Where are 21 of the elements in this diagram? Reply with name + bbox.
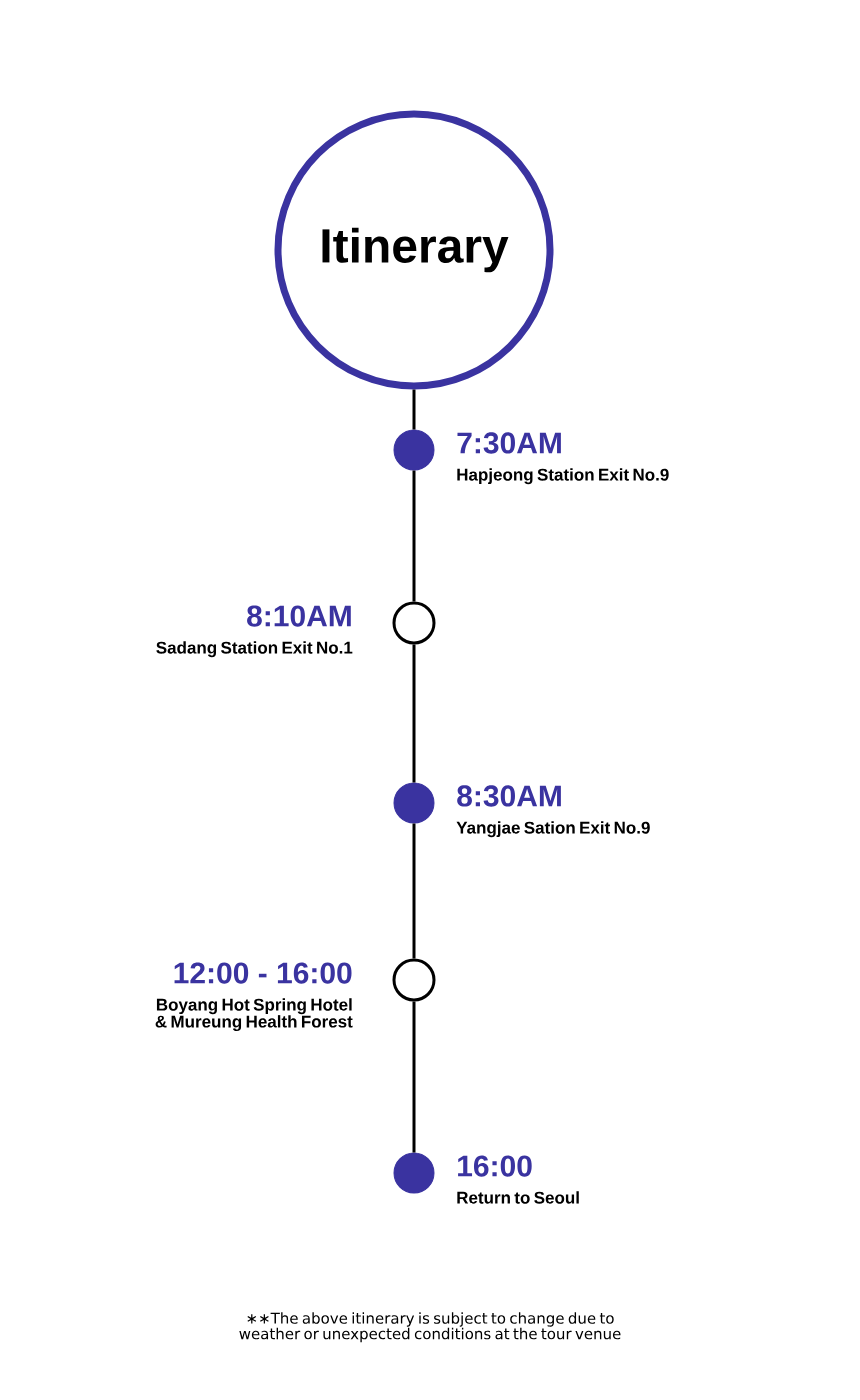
place-label: Yangjae Sation Exit No.9: [456, 821, 650, 838]
time-label: 7:30AM: [457, 432, 561, 454]
timeline-line: [412, 470, 416, 602]
place-label: Return to Seoul: [457, 1191, 579, 1204]
place-label: Sadang Station Exit No.1: [156, 641, 353, 658]
footnote: ∗∗The above itinerary is subject to change due to weather or unexpected conditions at the tour venue: [239, 1312, 621, 1343]
time-label: 16:00: [458, 1155, 532, 1177]
place-label: Boyang Hot Spring Hotel & Mureung Health Forest: [155, 998, 353, 1032]
timeline-line: [412, 389, 416, 430]
hollow-dot: [392, 601, 436, 645]
timeline-line: [412, 1001, 416, 1153]
time-label: 12:00 - 16:00: [174, 962, 352, 984]
hollow-dot: [392, 958, 436, 1002]
timeline-line: [412, 644, 416, 783]
filled-dot: [393, 429, 435, 471]
time-label: 8:10AM: [247, 605, 351, 627]
place-label: Hapjeong Station Exit No.9: [457, 468, 669, 485]
filled-dot: [393, 782, 435, 824]
filled-dot: [393, 1152, 435, 1194]
time-label: 8:30AM: [457, 785, 561, 807]
timeline-line: [412, 823, 416, 959]
